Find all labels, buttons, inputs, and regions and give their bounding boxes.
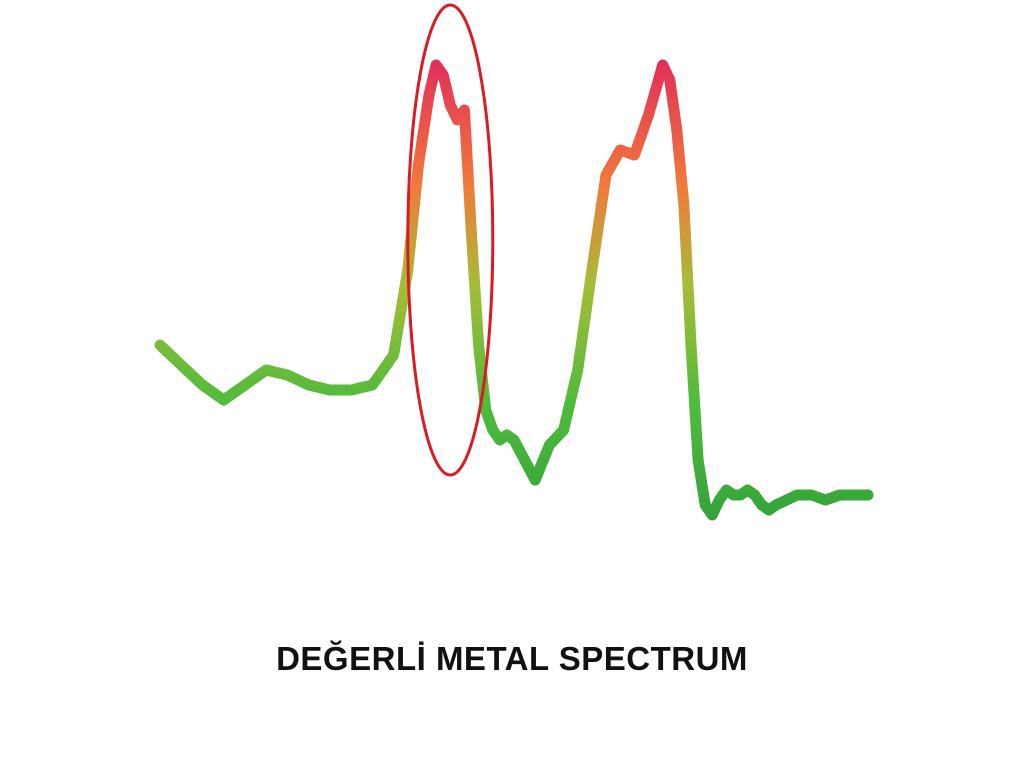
- spectrum-line-0: [154, 59, 874, 521]
- chart-title: DEĞERLİ METAL SPECTRUM: [276, 640, 748, 677]
- peak-highlight-ellipse-0: [406, 3, 495, 477]
- plot-area: [154, 3, 874, 521]
